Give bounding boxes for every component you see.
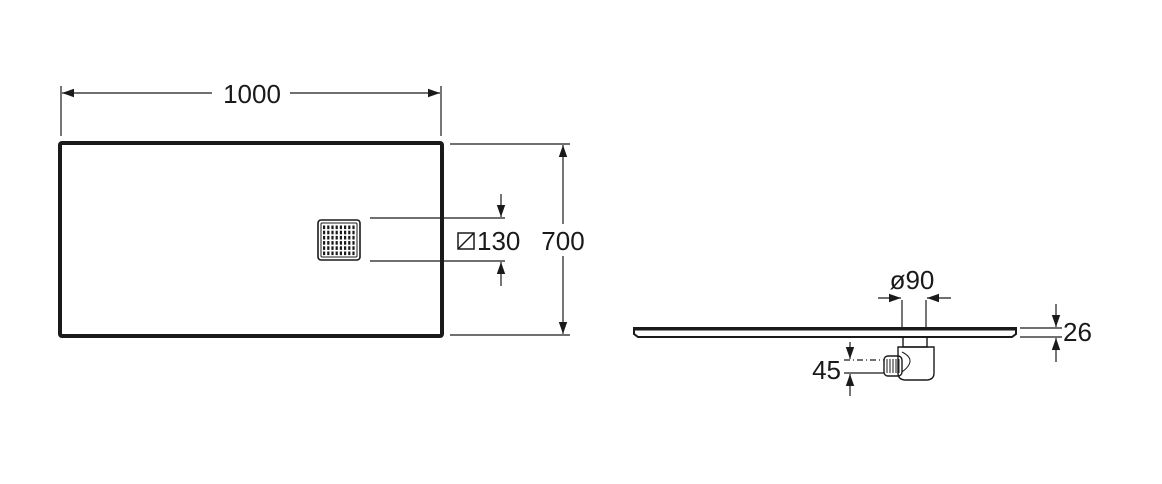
grate-slot — [323, 230, 326, 235]
drain-grate-icon — [317, 219, 361, 261]
grate-slot — [352, 246, 355, 250]
grate-slot — [339, 230, 342, 235]
drain-body-icon — [883, 336, 935, 381]
grate-slot — [327, 241, 330, 245]
grate-slot — [344, 230, 347, 235]
shower-tray-outline — [58, 141, 444, 338]
grate-slot — [323, 235, 326, 240]
grate-slot — [327, 246, 330, 250]
grate-slot — [339, 251, 342, 256]
grate-slot — [348, 225, 351, 230]
grate-slot — [348, 241, 351, 245]
drain-size-label: 130 — [477, 226, 520, 256]
grate-slot — [335, 225, 338, 230]
height-label: 26 — [1063, 317, 1092, 347]
grate-slot — [335, 246, 338, 250]
grate-slot — [331, 241, 334, 245]
grate-slot — [323, 241, 326, 245]
grate-slot — [352, 230, 355, 235]
grate-slot — [331, 225, 334, 230]
grate-slot — [339, 241, 342, 245]
grate-slot — [331, 246, 334, 250]
width-label: 1000 — [223, 79, 281, 109]
grate-slot — [348, 230, 351, 235]
grate-slot — [348, 246, 351, 250]
top-view: 1000 700 130 — [58, 79, 589, 338]
grate-slot — [331, 230, 334, 235]
grate-slot — [323, 225, 326, 230]
grate-slot — [335, 230, 338, 235]
grate-slot — [323, 251, 326, 256]
grate-slot — [344, 235, 347, 240]
grate-slot — [344, 246, 347, 250]
grate-slot — [352, 235, 355, 240]
diameter-symbol-icon — [457, 232, 475, 250]
grate-slot — [339, 235, 342, 240]
side-view: ø90 26 45 — [633, 265, 1092, 396]
grate-slot — [344, 225, 347, 230]
grate-slot — [335, 235, 338, 240]
grate-slot — [327, 225, 330, 230]
outlet-height-label: 45 — [812, 355, 841, 385]
grate-slot — [352, 241, 355, 245]
grate-slot — [352, 225, 355, 230]
grate-slot — [339, 246, 342, 250]
grate-slot — [344, 251, 347, 256]
grate-slot — [339, 225, 342, 230]
grate-slot — [327, 251, 330, 256]
grate-slot — [348, 235, 351, 240]
grate-slot — [352, 251, 355, 256]
grate-slot — [335, 241, 338, 245]
grate-slot — [327, 230, 330, 235]
grate-slot — [335, 251, 338, 256]
grate-slot — [323, 246, 326, 250]
depth-label-background — [537, 224, 589, 256]
grate-slot — [344, 241, 347, 245]
grate-slot — [348, 251, 351, 256]
grate-slot — [331, 235, 334, 240]
depth-label: 700 — [541, 226, 584, 256]
grate-slot — [327, 235, 330, 240]
grate-slot — [331, 251, 334, 256]
drain90-label: ø90 — [890, 265, 935, 295]
